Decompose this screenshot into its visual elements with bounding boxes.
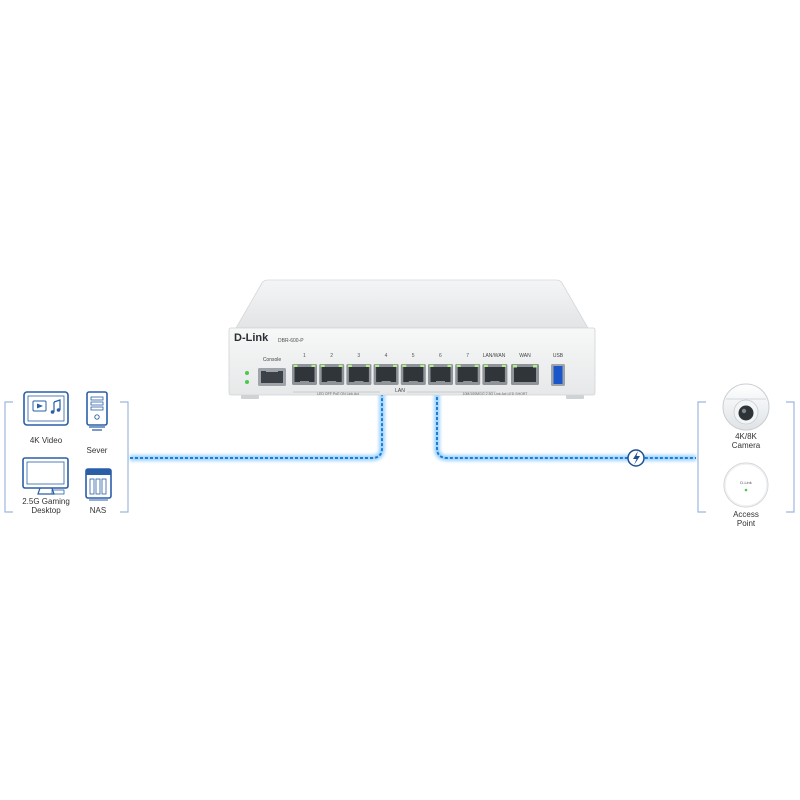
port-number-label: 5 — [411, 353, 415, 359]
right-connection-glow — [434, 392, 696, 461]
left-bracket — [4, 401, 129, 513]
port-led — [375, 364, 380, 367]
usb-port — [551, 364, 565, 386]
video-icon — [23, 391, 69, 426]
left-connection-line — [130, 392, 383, 459]
server-icon — [86, 391, 108, 431]
usb-label: USB — [552, 353, 564, 359]
port-led — [420, 364, 425, 367]
lan-port — [455, 364, 481, 385]
port-led — [293, 364, 298, 367]
right-bracket — [697, 401, 795, 513]
lan-label: LAN — [395, 388, 405, 394]
video-label: 4K Video — [29, 436, 63, 445]
desktop-label: 2.5G Gaming Desktop — [22, 497, 70, 515]
nas-label: NAS — [89, 506, 107, 515]
camera-icon — [722, 383, 770, 431]
wan-label: WAN — [519, 353, 531, 359]
port-led — [347, 364, 352, 367]
poe-lightning-icon — [627, 449, 645, 467]
left-connection-glow — [130, 392, 385, 461]
router — [228, 279, 596, 399]
lan-port — [319, 364, 345, 385]
port-led — [456, 364, 461, 367]
nas-icon — [85, 468, 112, 501]
router-brand: D-Link — [234, 332, 269, 344]
lan-wan-label: LAN/WAN — [482, 353, 506, 359]
power-led — [245, 371, 249, 375]
port-led — [320, 364, 325, 367]
port-number-label: 4 — [384, 353, 388, 359]
lan-port — [373, 364, 399, 385]
lan-ports — [292, 364, 508, 385]
port-led — [338, 364, 343, 367]
port-led — [311, 364, 316, 367]
router-top — [235, 279, 589, 329]
port-led — [483, 364, 488, 367]
port-led — [429, 364, 434, 367]
port-led — [474, 364, 479, 367]
port-number-label: 3 — [357, 353, 361, 359]
access-point-icon — [723, 462, 769, 508]
wan-port — [511, 364, 539, 385]
desktop-icon — [22, 457, 69, 495]
lan-port — [292, 364, 317, 385]
server-label: Sever — [86, 446, 108, 455]
led-legend-right: 10M/100M/1G 2.5G Link Act LED SHORT — [462, 392, 528, 396]
port-led — [393, 364, 398, 367]
console-port — [258, 368, 286, 386]
lan-port — [482, 364, 508, 385]
port-number-label: 1 — [303, 353, 306, 359]
router-model: DBR-600-P — [278, 338, 304, 344]
port-led — [365, 364, 370, 367]
port-number-label: 6 — [439, 353, 442, 359]
right-connection-line — [436, 392, 696, 459]
port-number-label: 7 — [466, 353, 469, 359]
lan-port — [400, 364, 426, 385]
port-led — [402, 364, 407, 367]
port-led — [447, 364, 452, 367]
lan-port — [428, 364, 453, 385]
port-number-label: 2 — [330, 353, 333, 359]
console-label: Console — [262, 357, 282, 363]
led-legend-left: LED OFF PoE ON Link Act — [317, 392, 359, 396]
port-led — [501, 364, 506, 367]
camera-label: 4K/8K Camera — [731, 432, 761, 450]
lan-port — [346, 364, 372, 385]
ap-logo: D-Link — [740, 480, 752, 485]
status-led — [245, 380, 249, 384]
ap-label: Access Point — [733, 510, 759, 528]
connection-lines — [130, 392, 696, 461]
